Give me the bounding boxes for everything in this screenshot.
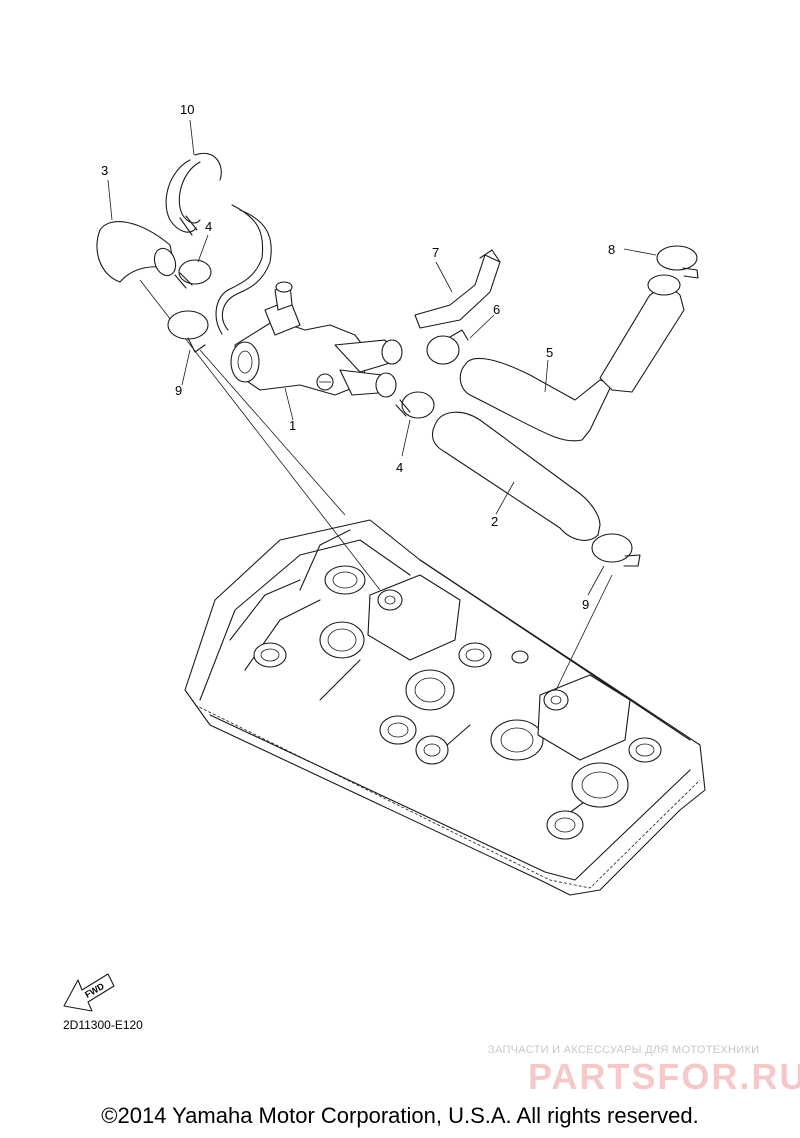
callout-7: 7 xyxy=(432,245,439,260)
watermark-tagline: ЗАПЧАСТИ И АКСЕССУАРЫ ДЛЯ МОТОТЕХНИКИ xyxy=(488,1044,760,1056)
part-2-hose xyxy=(431,411,601,541)
callout-9-upper: 9 xyxy=(175,383,182,398)
callout-4-lower: 4 xyxy=(396,460,403,475)
part-4-clamp-upper xyxy=(174,234,212,289)
copyright-notice: ©2014 Yamaha Motor Corporation, U.S.A. A… xyxy=(101,1103,699,1128)
callout-2: 2 xyxy=(491,514,498,529)
cylinder-head-cover xyxy=(184,519,706,896)
fwd-arrow-icon: FWD xyxy=(63,973,115,1012)
part-1-air-induction-valve xyxy=(215,204,403,421)
callout-labels: 10 3 4 7 8 6 5 9 1 4 2 9 xyxy=(101,102,615,612)
callout-8: 8 xyxy=(608,242,615,257)
part-4-clamp-lower xyxy=(395,391,435,457)
watermark-logo: PARTSFOR.RU xyxy=(528,1056,800,1097)
callout-1: 1 xyxy=(289,418,296,433)
callout-10: 10 xyxy=(180,102,194,117)
part-6-clamp xyxy=(426,314,495,365)
part-9-clamp-upper xyxy=(167,310,209,386)
part-7-bracket xyxy=(414,249,501,329)
callout-9-lower: 9 xyxy=(582,597,589,612)
callout-4-upper: 4 xyxy=(205,219,212,234)
exploded-parts-diagram: 10 3 4 7 8 6 5 9 1 4 2 9 FWD xyxy=(63,102,706,1012)
callout-5: 5 xyxy=(546,345,553,360)
callout-6: 6 xyxy=(493,302,500,317)
part-10-clamp-bracket xyxy=(165,119,222,236)
part-5-hose xyxy=(459,274,685,442)
diagram-code: 2D11300-E120 xyxy=(63,1018,143,1032)
callout-3: 3 xyxy=(101,163,108,178)
part-8-clamp xyxy=(623,245,699,279)
part-3-hose xyxy=(96,179,177,283)
part-9-clamp-lower xyxy=(587,533,641,596)
